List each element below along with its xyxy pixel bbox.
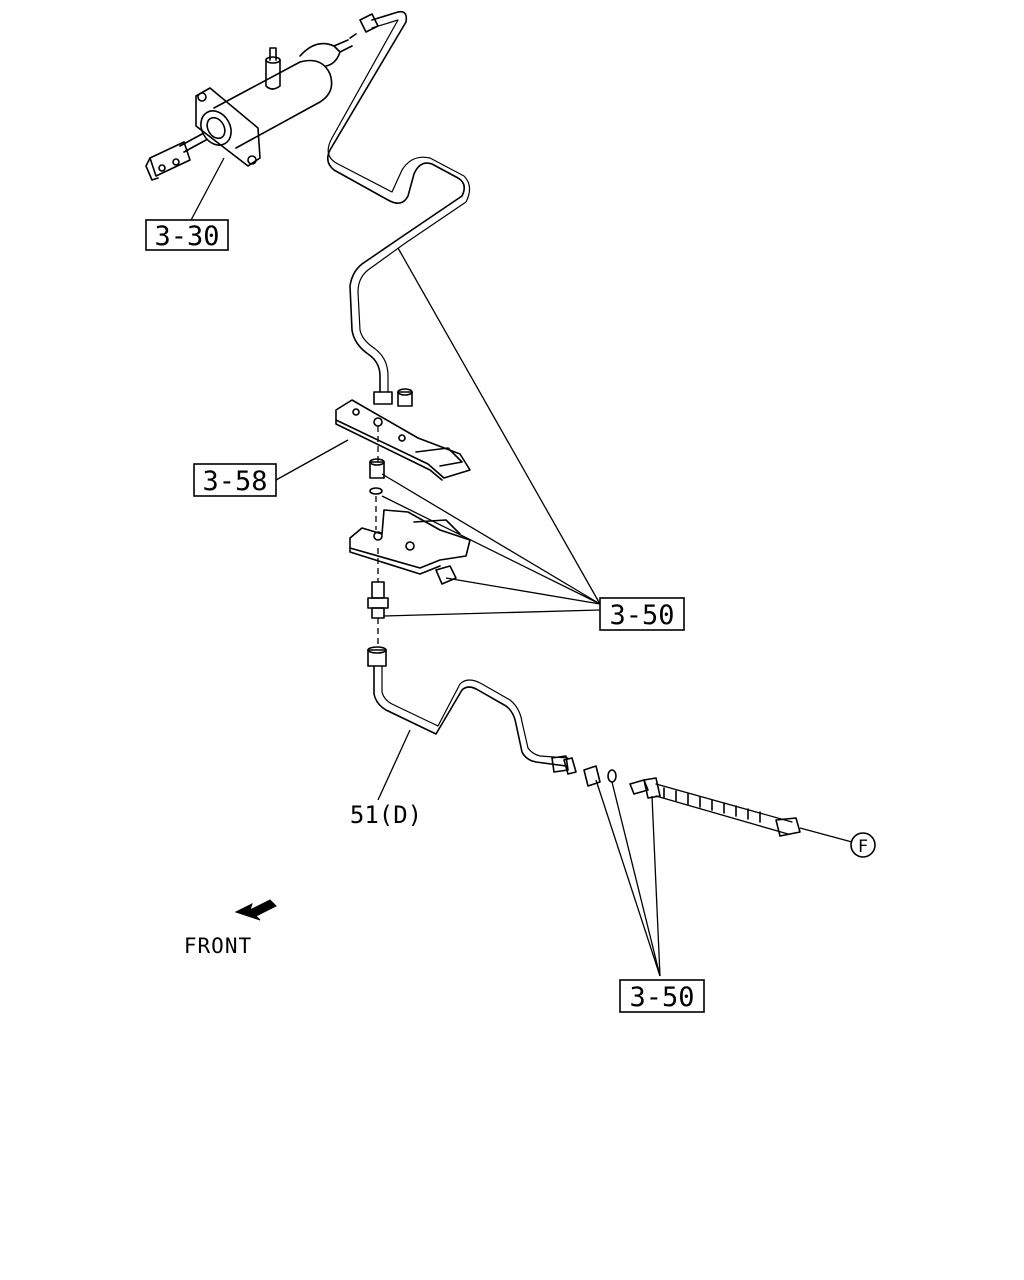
front-arrow-icon <box>234 899 277 921</box>
upper-bracket <box>335 388 471 481</box>
front-label: FRONT <box>184 934 252 958</box>
callout-3-50-lower: 3-50 <box>619 979 705 1013</box>
callout-3-30: 3-30 <box>145 219 229 252</box>
callout-3-58-label: 3-58 <box>202 466 267 497</box>
lower-bracket <box>349 509 471 585</box>
lower-fittings <box>583 765 801 837</box>
leader-lines <box>189 157 853 977</box>
union-bolt <box>367 581 389 619</box>
callout-3-58: 3-58 <box>193 463 277 497</box>
callout-3-50-lower-label: 3-50 <box>629 982 694 1013</box>
callout-3-50-upper: 3-50 <box>599 597 685 631</box>
callout-3-30-label: 3-30 <box>154 221 219 252</box>
pipe-label: 51(D) <box>350 801 422 829</box>
callout-3-50-upper-label: 3-50 <box>609 600 674 631</box>
nut-washer <box>369 458 385 495</box>
reference-circle: F <box>850 832 876 858</box>
upper-pipe <box>326 10 471 405</box>
lower-pipe <box>367 646 577 775</box>
clutch-master-cylinder <box>145 39 353 181</box>
reference-circle-label: F <box>858 837 868 857</box>
front-indicator: FRONT <box>184 899 277 958</box>
